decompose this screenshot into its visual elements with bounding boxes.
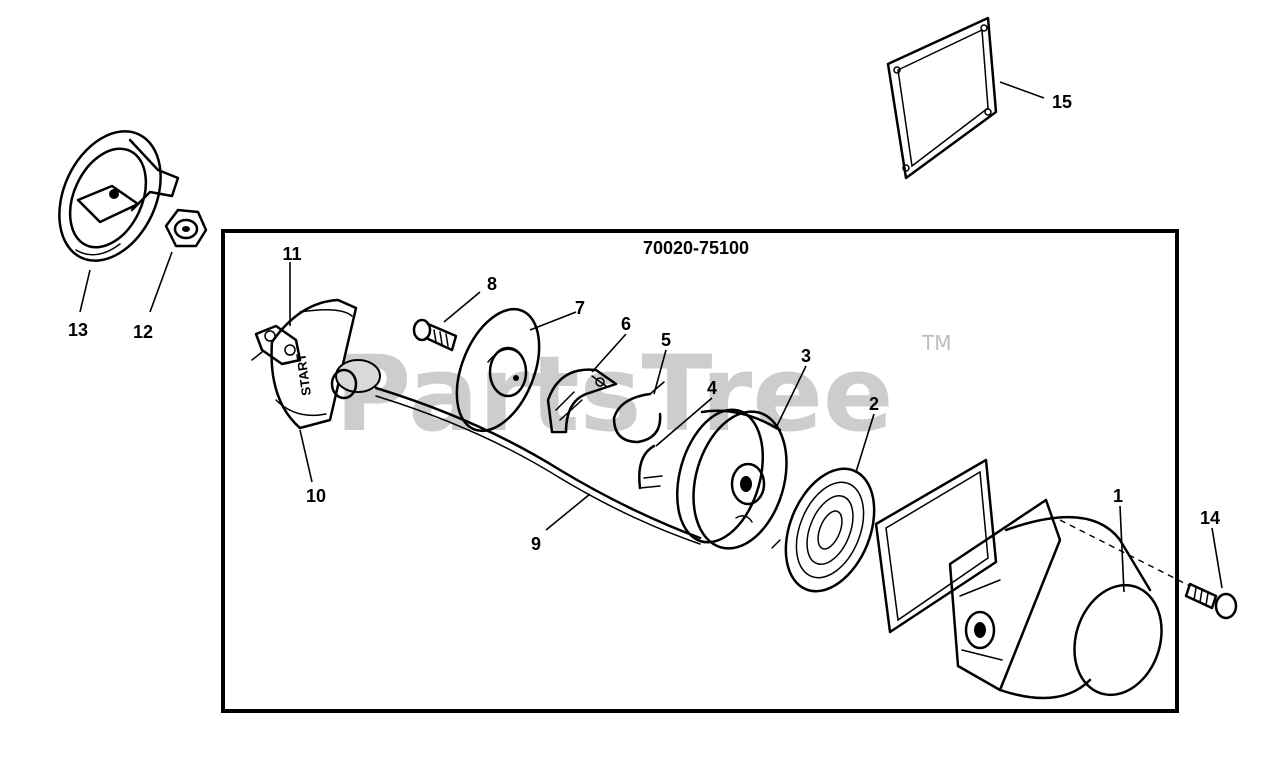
callout-8: 8 bbox=[487, 274, 497, 294]
assembly-frame bbox=[221, 229, 1179, 713]
housing-gasket[interactable] bbox=[874, 458, 998, 634]
part-2-recoil-spring[interactable] bbox=[769, 456, 891, 605]
part-11-clip[interactable] bbox=[251, 324, 302, 366]
callout-9: 9 bbox=[531, 534, 541, 554]
part-7-plate[interactable] bbox=[441, 297, 556, 443]
watermark-trademark: TM bbox=[921, 331, 951, 355]
part-1-housing[interactable] bbox=[948, 498, 1175, 706]
part-5-spring[interactable] bbox=[612, 381, 665, 444]
handle-start-decal: START bbox=[293, 353, 314, 397]
leader-lines bbox=[79, 81, 1223, 593]
part-6-ratchet[interactable] bbox=[546, 368, 618, 434]
callout-1: 1 bbox=[1113, 486, 1123, 506]
callout-5: 5 bbox=[661, 330, 671, 350]
callout-7: 7 bbox=[575, 298, 585, 318]
part-12-nut[interactable] bbox=[164, 208, 208, 248]
callout-13: 13 bbox=[68, 320, 88, 340]
callout-15: 15 bbox=[1052, 92, 1072, 112]
callout-11: 11 bbox=[282, 244, 301, 264]
assembly-centerline bbox=[1059, 519, 1191, 587]
part-4-spring[interactable] bbox=[638, 444, 663, 490]
callout-3: 3 bbox=[801, 346, 811, 366]
callout-14: 14 bbox=[1200, 508, 1220, 528]
part-9-rope[interactable] bbox=[330, 359, 702, 545]
part-13-pulley[interactable] bbox=[40, 115, 181, 277]
part-14-bolt[interactable] bbox=[1184, 582, 1238, 620]
part-15-gasket[interactable] bbox=[886, 16, 998, 180]
callout-4: 4 bbox=[707, 378, 717, 398]
watermark: PartsTree bbox=[335, 333, 893, 455]
part-3-reel[interactable] bbox=[663, 400, 802, 560]
callout-2: 2 bbox=[869, 394, 879, 414]
part-8-screw[interactable] bbox=[412, 318, 458, 352]
callout-12: 12 bbox=[133, 322, 153, 342]
assembly-number: 70020-75100 bbox=[643, 238, 749, 258]
callout-6: 6 bbox=[621, 314, 631, 334]
callout-10: 10 bbox=[306, 486, 326, 506]
